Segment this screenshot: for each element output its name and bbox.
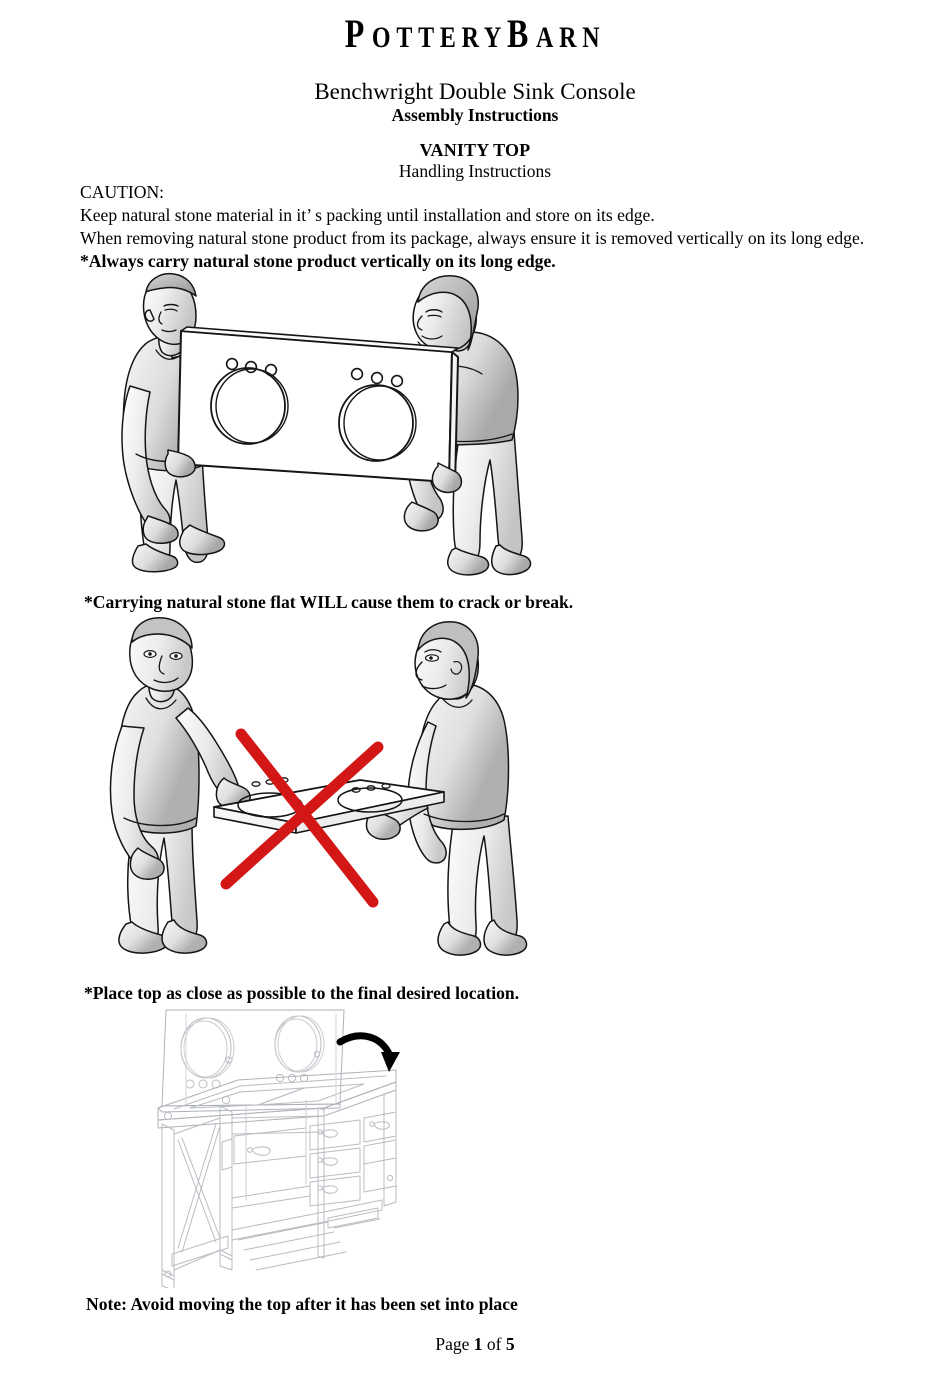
- caution-block: CAUTION: Keep natural stone material in …: [80, 181, 880, 272]
- section-title: VANITY TOP: [419, 140, 531, 160]
- right-leg: [317, 1089, 397, 1259]
- vanity-top-slab-flat: [213, 777, 445, 834]
- left-person-figure-2: [109, 617, 251, 954]
- right-hand-gripping-slab: [431, 462, 463, 494]
- figure-carry-vertical: [108, 268, 538, 590]
- footer-of-label: of: [486, 1334, 502, 1354]
- caution-heading: CAUTION:: [80, 182, 165, 202]
- logo-letter-b: B: [507, 11, 537, 56]
- page-footer: Page 1 of 5: [0, 1334, 950, 1355]
- console-drawing: [157, 1009, 400, 1288]
- product-title: Benchwright Double Sink Console: [314, 79, 636, 104]
- footer-current-page: 1: [473, 1334, 483, 1354]
- logo-text-ottery: OTTERY: [371, 21, 507, 54]
- drawer-bank: [221, 1111, 397, 1207]
- caution-line-3: *Always carry natural stone product vert…: [80, 250, 556, 271]
- footer-page-label: Page: [435, 1334, 470, 1354]
- console-top-surface: [157, 1069, 397, 1129]
- left-hand-gripping-slab: [164, 449, 196, 478]
- pottery-barn-logo: POTTERYBARN: [95, 14, 855, 54]
- logo-text-arn: ARN: [536, 21, 606, 54]
- caption-note: Note: Avoid moving the top after it has …: [86, 1294, 518, 1314]
- rotate-down-arrow-icon: [336, 1032, 400, 1072]
- caution-line-1: Keep natural stone material in it’ s pac…: [80, 204, 655, 225]
- caption-carry-flat-warning: *Carrying natural stone flat WILL cause …: [84, 592, 574, 612]
- document-type: Assembly Instructions: [391, 105, 559, 125]
- section-subtitle: Handling Instructions: [398, 161, 552, 181]
- red-x-prohibition-mark: [220, 728, 384, 908]
- caption-place-top: *Place top as close as possible to the f…: [84, 983, 520, 1003]
- caution-line-2: When removing natural stone product from…: [80, 227, 865, 248]
- carry-vertical-drawing: [121, 272, 532, 576]
- figure-console-placement: [128, 1008, 418, 1288]
- left-x-brace-panel: [161, 1095, 233, 1288]
- logo-letter-p: P: [344, 11, 372, 56]
- figure-carry-flat-prohibited: [98, 612, 550, 978]
- vanity-top-slab-vertical: [177, 326, 459, 488]
- footer-total-pages: 5: [505, 1334, 515, 1354]
- carry-flat-drawing: [109, 617, 528, 956]
